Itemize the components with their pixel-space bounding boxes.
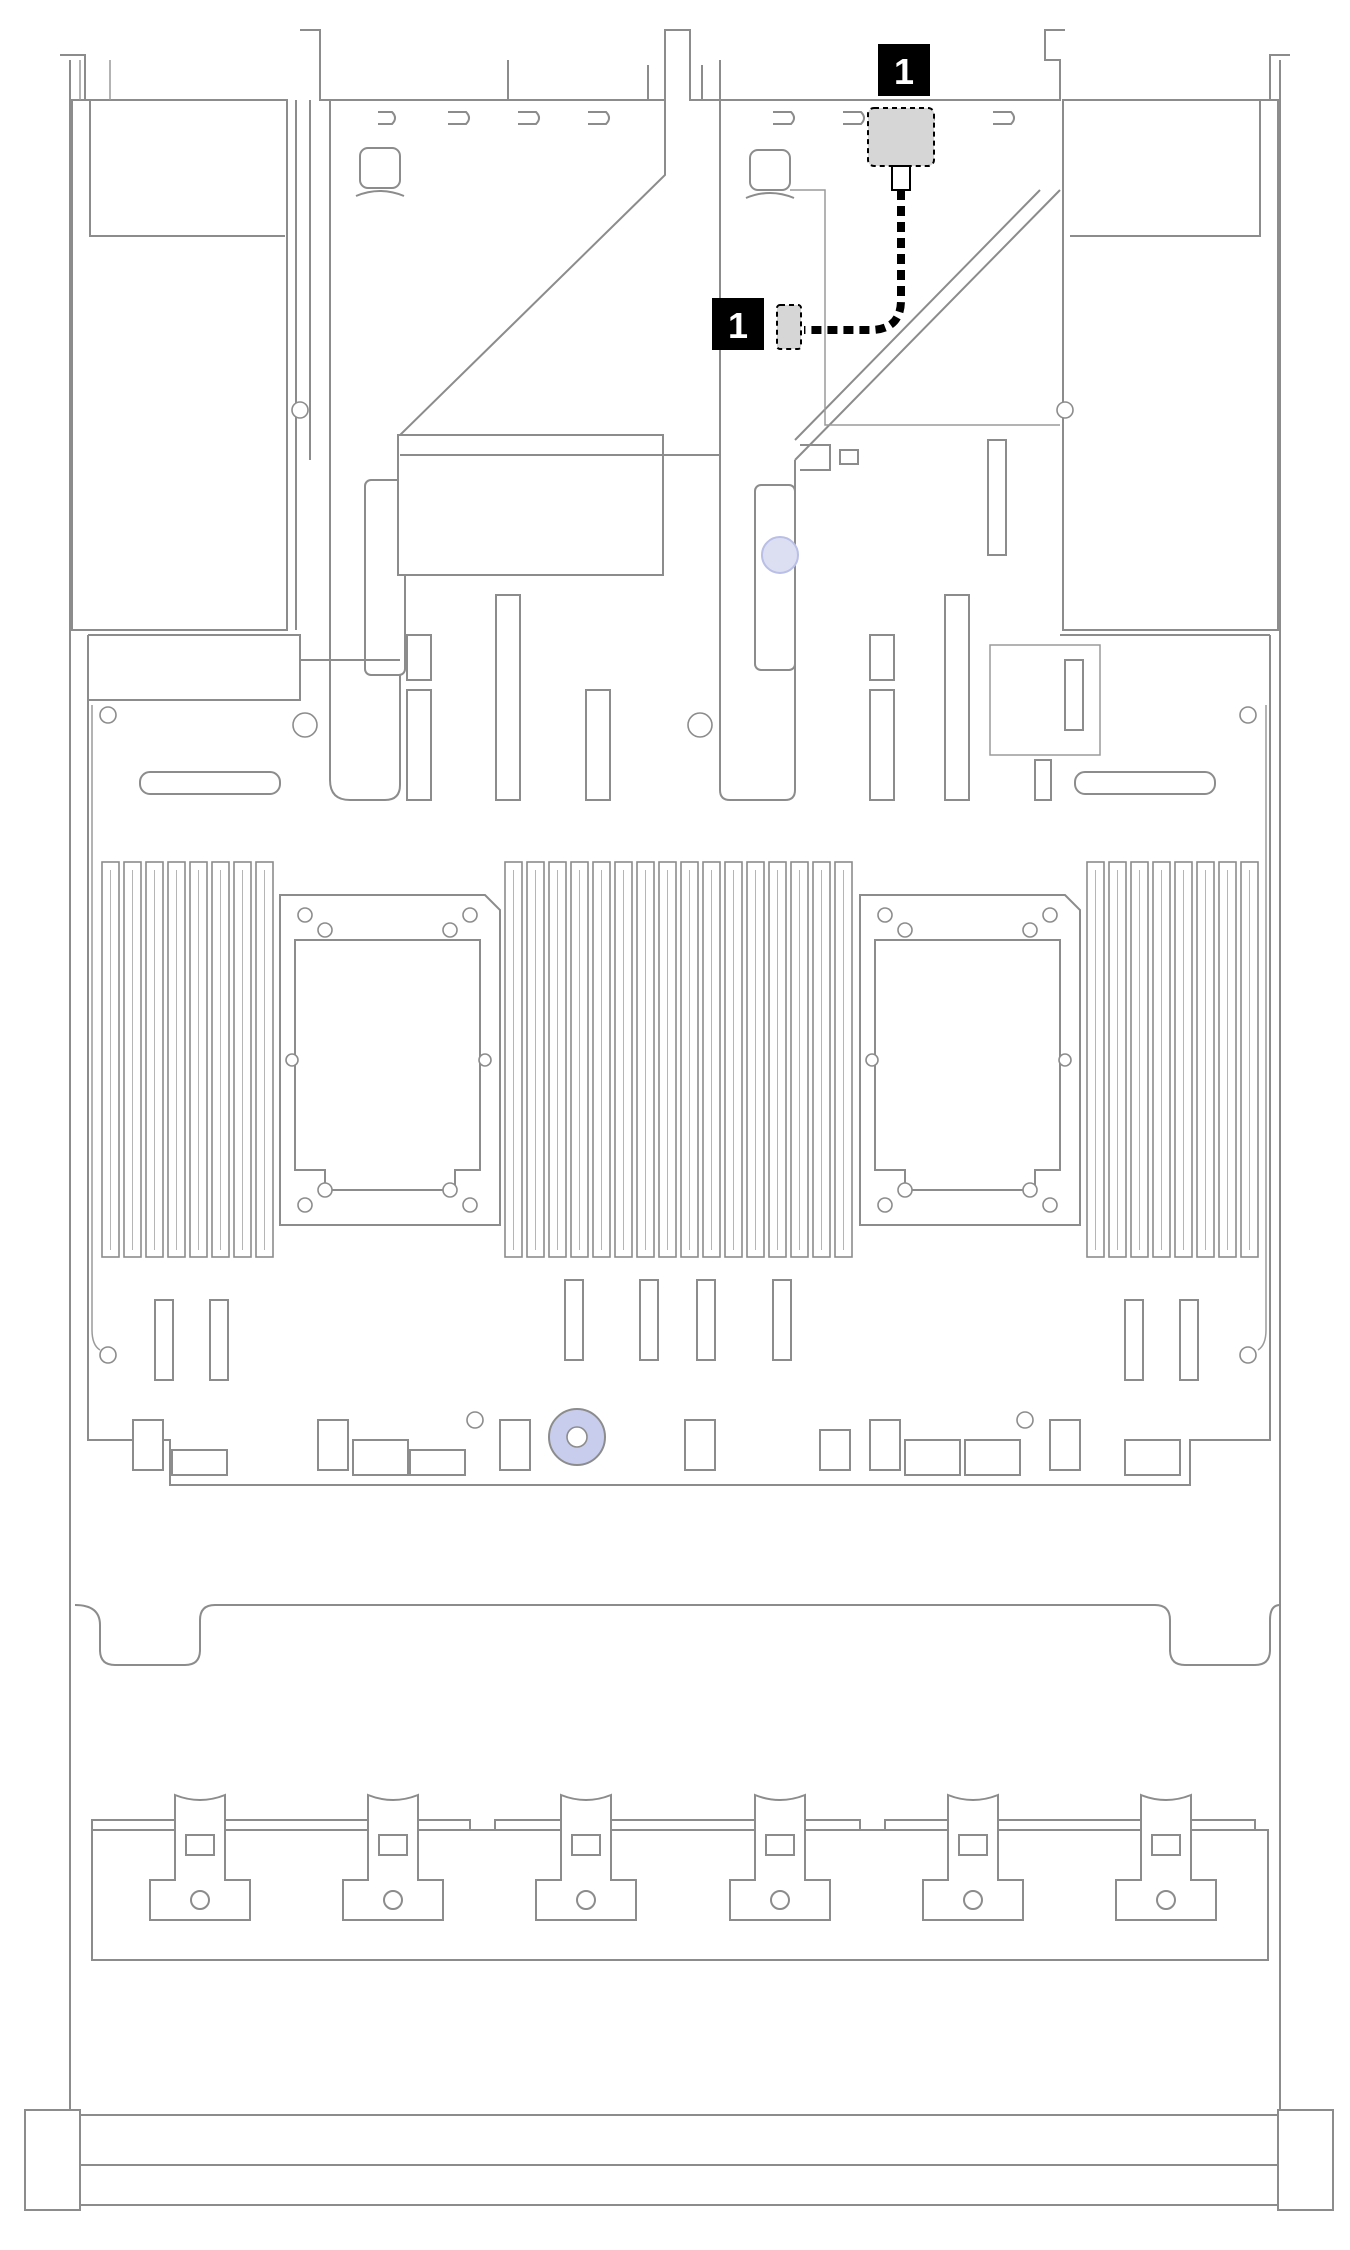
dimm-bank-1 (101, 861, 274, 1258)
cpu-socket-1 (279, 894, 501, 1226)
fan-module (922, 1793, 1024, 1921)
right-connector-header (1074, 771, 1216, 795)
riser-1-tabs (378, 111, 610, 125)
pcie-slots (406, 439, 1052, 801)
board-connector-highlight (776, 304, 802, 350)
riser-cage-2 (719, 29, 1065, 801)
fan-cage (74, 1604, 1281, 1961)
power-supply-left (71, 60, 288, 631)
dimm-banks (101, 861, 1259, 1258)
screw-set (99, 401, 1257, 1429)
callout-left: 1 (712, 298, 764, 350)
chassis (24, 54, 1334, 2211)
fan-modules (149, 1793, 1217, 1921)
fan-module (1115, 1793, 1217, 1921)
callout-top-label: 1 (894, 51, 914, 92)
power-supply-right (1062, 99, 1279, 631)
signal-cable (804, 190, 905, 334)
riser-connector-highlight (867, 107, 935, 167)
dimm-bank-2 (504, 861, 853, 1258)
mcio-connectors (154, 1279, 1199, 1381)
fan-module (342, 1793, 444, 1921)
cable-route (776, 107, 935, 350)
system-board (87, 401, 1271, 1486)
fan-module (729, 1793, 831, 1921)
dimm-bank-3 (1086, 861, 1259, 1258)
riser-cage-1 (295, 29, 720, 801)
left-connector-header (139, 771, 281, 795)
bottom-connectors (132, 1419, 1181, 1476)
fan-module (535, 1793, 637, 1921)
callout-left-label: 1 (728, 305, 748, 346)
fan-module (149, 1793, 251, 1921)
cpu-socket-2 (859, 894, 1081, 1226)
callout-top: 1 (878, 44, 930, 96)
